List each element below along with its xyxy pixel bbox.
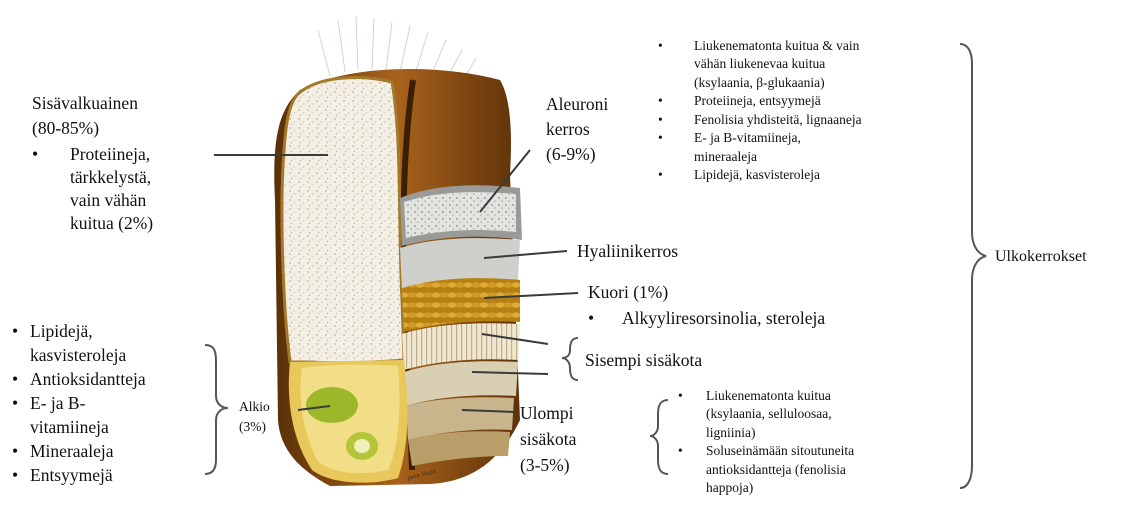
germ-bracket: [205, 345, 228, 474]
outer-pericarp-nutrient-line: Soluseinämään sitoutuneita: [706, 442, 854, 460]
aleurone-nutrient-item: •E- ja B-vitamiineja,mineraaleja: [694, 129, 862, 166]
outer-pericarp-label: sisäkota: [520, 428, 576, 450]
germ-nutrient-item: •Mineraaleja: [30, 440, 146, 464]
bullet: •: [588, 308, 594, 329]
aleurone-label: Aleuroni: [546, 93, 608, 115]
germ-nutrient-item: •Antioksidantteja: [30, 368, 146, 392]
outer-pericarp-label: Ulompi: [520, 402, 573, 424]
endosperm-title: Sisävalkuainen: [32, 92, 138, 114]
germ-scutellum: [306, 387, 358, 423]
bullet: •: [658, 129, 663, 147]
inner-pericarp-bracket: [562, 338, 578, 380]
bullet: •: [12, 440, 18, 464]
germ-nutrient-line: Lipidejä,: [30, 320, 146, 344]
aleurone-nutrient-line: (ksylaania, β-glukaania): [694, 74, 862, 92]
outer-pericarp-nutrient-line: Liukenematonta kuitua: [706, 387, 854, 405]
aleurone-share: (6-9%): [546, 143, 596, 165]
aleurone-nutrient-line: Liukenematonta kuitua & vain: [694, 37, 862, 55]
endosperm-nutrient-line: Proteiineja,: [70, 143, 153, 166]
outer-pericarp-nutrient-line: antioksidantteja (fenolisia: [706, 461, 854, 479]
aleurone-nutrient-line: Proteiineja, entsyymejä: [694, 92, 862, 110]
endosperm-share: (80-85%): [32, 117, 99, 139]
germ-nutrient-line: Mineraaleja: [30, 440, 146, 464]
aleurone-nutrient-line: Fenolisia yhdisteitä, lignaaneja: [694, 111, 862, 129]
bullet: •: [658, 166, 663, 184]
endosperm-nutrient-item: • Proteiineja, tärkkelystä, vain vähän k…: [70, 143, 153, 235]
germ-nutrient-line: Entsyymejä: [30, 464, 146, 488]
germ-nutrient-line: kasvisteroleja: [30, 344, 146, 368]
endosperm-nutrient-line: tärkkelystä,: [70, 166, 153, 189]
pericarp-nutrient-item: •Alkyyliresorsinolia, steroleja: [622, 308, 825, 329]
pericarp-label: Kuori (1%): [588, 281, 668, 303]
endosperm-nutrient-line: kuitua (2%): [70, 212, 153, 235]
germ-nutrient-line: Antioksidantteja: [30, 368, 146, 392]
bullet: •: [12, 320, 18, 344]
aleurone-nutrient-line: E- ja B-vitamiineja,: [694, 129, 862, 147]
outer-pericarp-nutrient-line: ligniinia): [706, 424, 854, 442]
aleurone-nutrient-line: vähän liukenevaa kuitua: [694, 55, 862, 73]
outer-layers-label: Ulkokerrokset: [995, 247, 1087, 267]
germ-nutrient-item: •Entsyymejä: [30, 464, 146, 488]
aleurone-nutrient-item: •Proteiineja, entsyymejä: [694, 92, 862, 110]
inner-pericarp-label: Sisempi sisäkota: [585, 349, 702, 371]
endosperm-nutrient-list: • Proteiineja, tärkkelystä, vain vähän k…: [70, 143, 153, 235]
outer-pericarp-bracket: [650, 400, 668, 474]
germ-nutrient-line: vitamiineja: [30, 416, 146, 440]
germ-nutrient-item: •Lipidejä,kasvisteroleja: [30, 320, 146, 368]
aleurone-label: kerros: [546, 118, 590, 140]
bullet: •: [658, 111, 663, 129]
germ-nutrient-line: E- ja B-: [30, 392, 146, 416]
pericarp-nutrient-list: •Alkyyliresorsinolia, steroleja: [622, 308, 825, 329]
pericarp-nutrient-line: Alkyyliresorsinolia, steroleja: [622, 308, 825, 329]
germ-share: (3%): [239, 418, 266, 435]
bullet: •: [12, 464, 18, 488]
outer-pericarp-nutrient-line: happoja): [706, 479, 854, 497]
outer-layers-bracket: [960, 44, 986, 488]
endosperm-nutrient-line: vain vähän: [70, 189, 153, 212]
bullet: •: [12, 392, 18, 416]
outer-pericarp-nutrient-item: •Liukenematonta kuitua(ksylaania, sellul…: [706, 387, 854, 442]
outer-pericarp-share: (3-5%): [520, 454, 570, 476]
germ-nutrient-list: •Lipidejä,kasvisteroleja •Antioksidantte…: [30, 320, 146, 488]
bullet: •: [678, 387, 683, 405]
aleurone-nutrient-item: •Fenolisia yhdisteitä, lignaaneja: [694, 111, 862, 129]
aleurone-nutrient-item: •Lipidejä, kasvisteroleja: [694, 166, 862, 184]
germ-label: Alkio: [239, 398, 270, 415]
peeled-layers: [400, 185, 522, 466]
outer-pericarp-nutrient-list: •Liukenematonta kuitua(ksylaania, sellul…: [706, 387, 854, 498]
endosperm-shape: [282, 78, 404, 363]
bullet: •: [658, 37, 663, 55]
bullet: •: [32, 143, 38, 166]
bullet: •: [678, 442, 683, 460]
bullet: •: [12, 368, 18, 392]
bullet: •: [658, 92, 663, 110]
aleurone-nutrient-line: mineraaleja: [694, 148, 862, 166]
aleurone-nutrient-line: Lipidejä, kasvisteroleja: [694, 166, 862, 184]
outer-pericarp-nutrient-line: (ksylaania, selluloosaa,: [706, 405, 854, 423]
hyaline-label: Hyaliinikerros: [577, 240, 678, 262]
germ-nutrient-item: •E- ja B-vitamiineja: [30, 392, 146, 440]
